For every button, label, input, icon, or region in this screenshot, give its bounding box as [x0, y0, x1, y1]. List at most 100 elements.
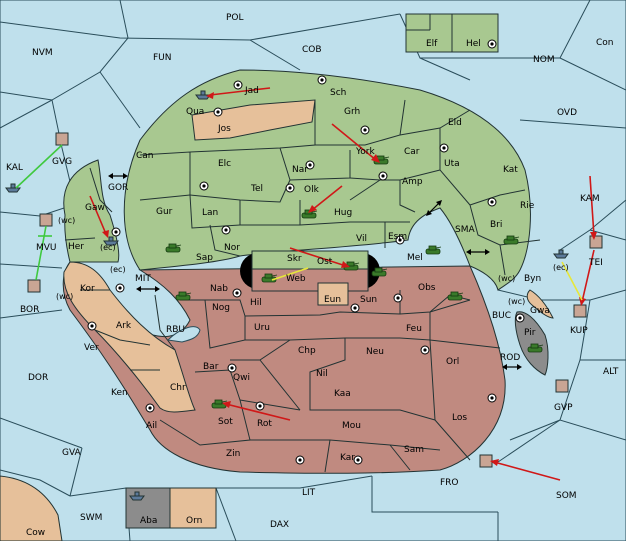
- label-GVG: GVG: [52, 157, 72, 167]
- label-Amp: Amp: [402, 177, 423, 187]
- label-Eun: Eun: [324, 295, 341, 305]
- label-GVP: GVP: [554, 403, 573, 413]
- label-NOM: NOM: [533, 55, 555, 65]
- label-TEI: TEI: [588, 258, 603, 268]
- label-Ark: Ark: [116, 321, 132, 331]
- label-Los: Los: [452, 413, 467, 423]
- label-Grh: Grh: [344, 107, 360, 117]
- region-jos: [191, 99, 316, 141]
- unit-marker-icon: [27, 132, 603, 468]
- label-Skr: Skr: [287, 254, 302, 264]
- label-Hil: Hil: [250, 298, 262, 308]
- label-Olk: Olk: [304, 185, 320, 195]
- label-Ost: Ost: [317, 257, 333, 267]
- label-KUP: KUP: [570, 326, 588, 336]
- rbu-inlet: [166, 326, 201, 343]
- label-Chp: Chp: [298, 346, 316, 356]
- label-Qwi: Qwi: [233, 373, 250, 383]
- label-Mou: Mou: [342, 421, 361, 431]
- label-FRO: FRO: [440, 478, 459, 488]
- label-Kat: Kat: [503, 165, 518, 175]
- label-Ail: Ail: [146, 421, 157, 431]
- label-RBU: RBU: [166, 325, 185, 335]
- label-Byn: Byn: [524, 274, 541, 284]
- label-Ken: Ken: [111, 388, 128, 398]
- label-wc-byn: (wc): [498, 274, 515, 283]
- label-ROD: ROD: [500, 353, 520, 363]
- label-KAL: KAL: [6, 163, 23, 173]
- label-Aba: Aba: [140, 516, 157, 526]
- region-eun: [317, 282, 349, 306]
- label-SWM: SWM: [80, 513, 102, 523]
- label-Chr: Chr: [170, 383, 186, 393]
- label-ALT: ALT: [603, 367, 619, 377]
- label-Zin: Zin: [226, 449, 240, 459]
- label-Esm: Esm: [388, 232, 407, 242]
- label-NVM: NVM: [32, 48, 53, 58]
- label-ec-tei: (ec): [553, 263, 569, 272]
- region-cow: [0, 475, 63, 541]
- label-Tel: Tel: [250, 184, 263, 194]
- label-Mel: Mel: [407, 253, 423, 263]
- label-Gur: Gur: [156, 207, 173, 217]
- label-Bri: Bri: [490, 220, 502, 230]
- label-BOR: BOR: [20, 305, 39, 315]
- label-Sap: Sap: [196, 253, 213, 263]
- label-Her: Her: [68, 242, 84, 252]
- label-Elf: Elf: [426, 39, 438, 49]
- double-arrow-icon: [108, 173, 522, 370]
- label-Gaw: Gaw: [85, 203, 105, 213]
- label-Orn: Orn: [186, 516, 202, 526]
- label-COB: COB: [302, 45, 322, 55]
- label-Nor: Nor: [224, 243, 240, 253]
- region-her-gaw: [63, 159, 120, 263]
- label-Vil: Vil: [356, 234, 367, 244]
- region-labels: POL COB FUN NVM NOM OVD Con Elf Hel KAL …: [6, 13, 619, 538]
- label-Can: Can: [136, 151, 154, 161]
- label-Uru: Uru: [254, 323, 270, 333]
- label-KAM: KAM: [580, 194, 600, 204]
- label-Hel: Hel: [466, 39, 481, 49]
- label-GOR: GOR: [108, 183, 128, 193]
- label-Elc: Elc: [218, 159, 231, 169]
- internal-borders: [64, 99, 541, 473]
- label-Neu: Neu: [366, 347, 384, 357]
- label-Nar: Nar: [292, 165, 308, 175]
- label-Kar: Kar: [340, 453, 355, 463]
- label-ec-kor: (ec): [110, 265, 126, 274]
- label-DAX: DAX: [270, 520, 289, 530]
- label-Rot: Rot: [257, 419, 272, 429]
- label-wc-kor: (wc): [56, 292, 73, 301]
- label-Jos: Jos: [217, 124, 231, 134]
- label-Con: Con: [596, 38, 614, 48]
- label-GVA: GVA: [62, 448, 82, 458]
- region-gwa: [526, 289, 554, 319]
- label-Nil: Nil: [316, 369, 328, 379]
- label-Sot: Sot: [218, 417, 233, 427]
- label-Sch: Sch: [330, 88, 346, 98]
- label-Car: Car: [404, 147, 420, 157]
- supply-dot-icon: [87, 39, 525, 465]
- label-Uta: Uta: [444, 159, 460, 169]
- label-FUN: FUN: [153, 53, 172, 63]
- label-Kaa: Kaa: [334, 389, 351, 399]
- label-ec-gor: (ec): [100, 243, 116, 252]
- region-west-arm: [63, 261, 196, 413]
- label-Sam: Sam: [404, 445, 424, 455]
- label-Rie: Rie: [520, 201, 535, 211]
- label-MIT: MIT: [135, 274, 151, 284]
- label-POL: POL: [226, 13, 244, 23]
- label-Qua: Qua: [186, 107, 204, 117]
- order-arrows: [15, 87, 597, 481]
- label-OVD: OVD: [557, 108, 577, 118]
- label-Gwa: Gwa: [530, 306, 550, 316]
- label-wc-mvu: (wc): [58, 216, 75, 225]
- label-Hug: Hug: [334, 208, 352, 218]
- label-Jad: Jad: [244, 86, 259, 96]
- label-LIT: LIT: [302, 488, 316, 498]
- label-Eld: Eld: [448, 118, 462, 128]
- label-Cow: Cow: [26, 528, 45, 538]
- label-Obs: Obs: [418, 283, 436, 293]
- region-aba: [125, 487, 171, 529]
